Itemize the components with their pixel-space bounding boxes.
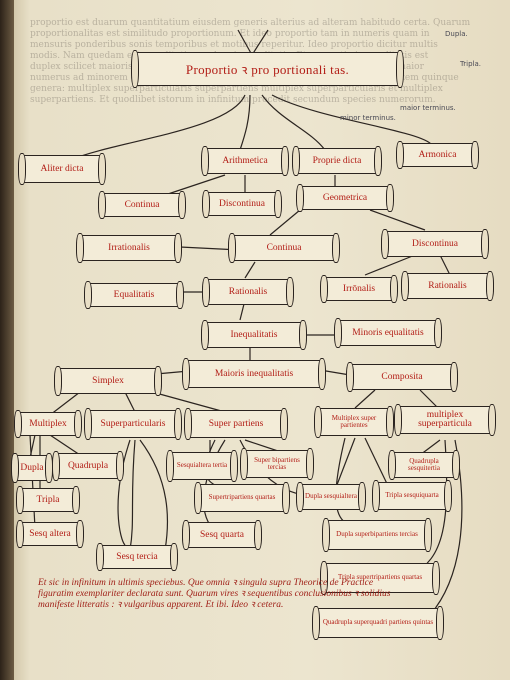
node-multiplex: Multiplex <box>14 410 82 438</box>
node-minoris-equalitatis: Minoris equalitatis <box>334 318 442 348</box>
node-dupla-superbipartiens: Dupla superbipartiens tercias <box>322 518 432 552</box>
node-tripla-supertripartiens: Tripla supertripartiens quartas <box>320 561 440 595</box>
node-rationalis-2: Rationalis <box>401 271 494 301</box>
node-inequalitatis: Inequalitatis <box>201 320 307 350</box>
node-maioris-inequalitatis: Maioris inequalitatis <box>182 358 326 390</box>
node-dupla-sesquialtera: Dupla sesquialtera <box>296 482 366 512</box>
title-banner: Proportio ꝛ pro portionali tas. <box>131 50 404 88</box>
node-continua: Continua <box>98 191 186 219</box>
node-superbipartiens: Super bipartiens tercias <box>240 448 314 480</box>
node-superpartiens: Super partiens <box>184 408 288 440</box>
node-sesq-quarta: Sesq quarta <box>182 520 262 550</box>
node-composita: Composita <box>346 362 458 392</box>
node-simplex: Simplex <box>54 366 162 396</box>
node-armonica: Armonica <box>396 141 479 169</box>
node-dupla: Dupla <box>11 453 53 483</box>
node-discontinua: Discontinua <box>202 190 282 218</box>
node-rationalis: Rationalis <box>202 277 294 307</box>
node-proprie-dicta: Proprie dicta <box>292 146 382 176</box>
node-irrationalis: Irrationalis <box>76 233 182 263</box>
node-arithmetica: Arithmetica <box>201 146 289 176</box>
node-aliter-dicta: Aliter dicta <box>18 153 106 185</box>
node-quadrupla-superquadripartiens: Quadrupla superquadri partiens quintas <box>312 606 444 640</box>
node-supertripartiens: Supertripartiens quartas <box>194 482 290 514</box>
margin-note-tripla: Tripla. <box>460 60 481 68</box>
node-sesq-altera: Sesq altera <box>16 520 84 548</box>
node-tripla-sesquiquarta: Tripla sesquiquarta <box>372 480 452 512</box>
book-spine <box>0 0 14 680</box>
node-irrationalis-2: Irrōnalis <box>320 275 398 303</box>
node-discontinua-geo: Discontinua <box>381 229 489 259</box>
node-sesq-tertia: Sesq tercia <box>96 543 178 571</box>
margin-note-minor-terminus: minor terminus. <box>340 114 396 122</box>
node-continua-geo: Continua <box>228 233 340 263</box>
node-superparticularis: Superparticularis <box>84 408 182 440</box>
node-multiplex-superpartiens: Multiplex super partientes <box>314 406 394 438</box>
node-sesquialtera-tertia: Sesquialtera tertia <box>166 450 238 482</box>
node-tripla: Tripla <box>16 486 80 514</box>
colophon-text: Et sic in infinitum in ultimis speciebus… <box>38 578 391 610</box>
margin-note-dupla: Dupla. <box>445 30 468 38</box>
margin-note-maior-terminus: maior terminus. <box>400 104 456 112</box>
node-quadrupla: Quadrupla <box>52 451 124 481</box>
node-geometrica: Geometrica <box>296 184 394 212</box>
node-equalitatis: Equalitatis <box>84 281 184 309</box>
node-multiplex-superparticularis: multiplex superparticula <box>394 404 496 436</box>
node-quadrupla-sesquitertia: Quadrupla sesquitertia <box>388 450 460 480</box>
